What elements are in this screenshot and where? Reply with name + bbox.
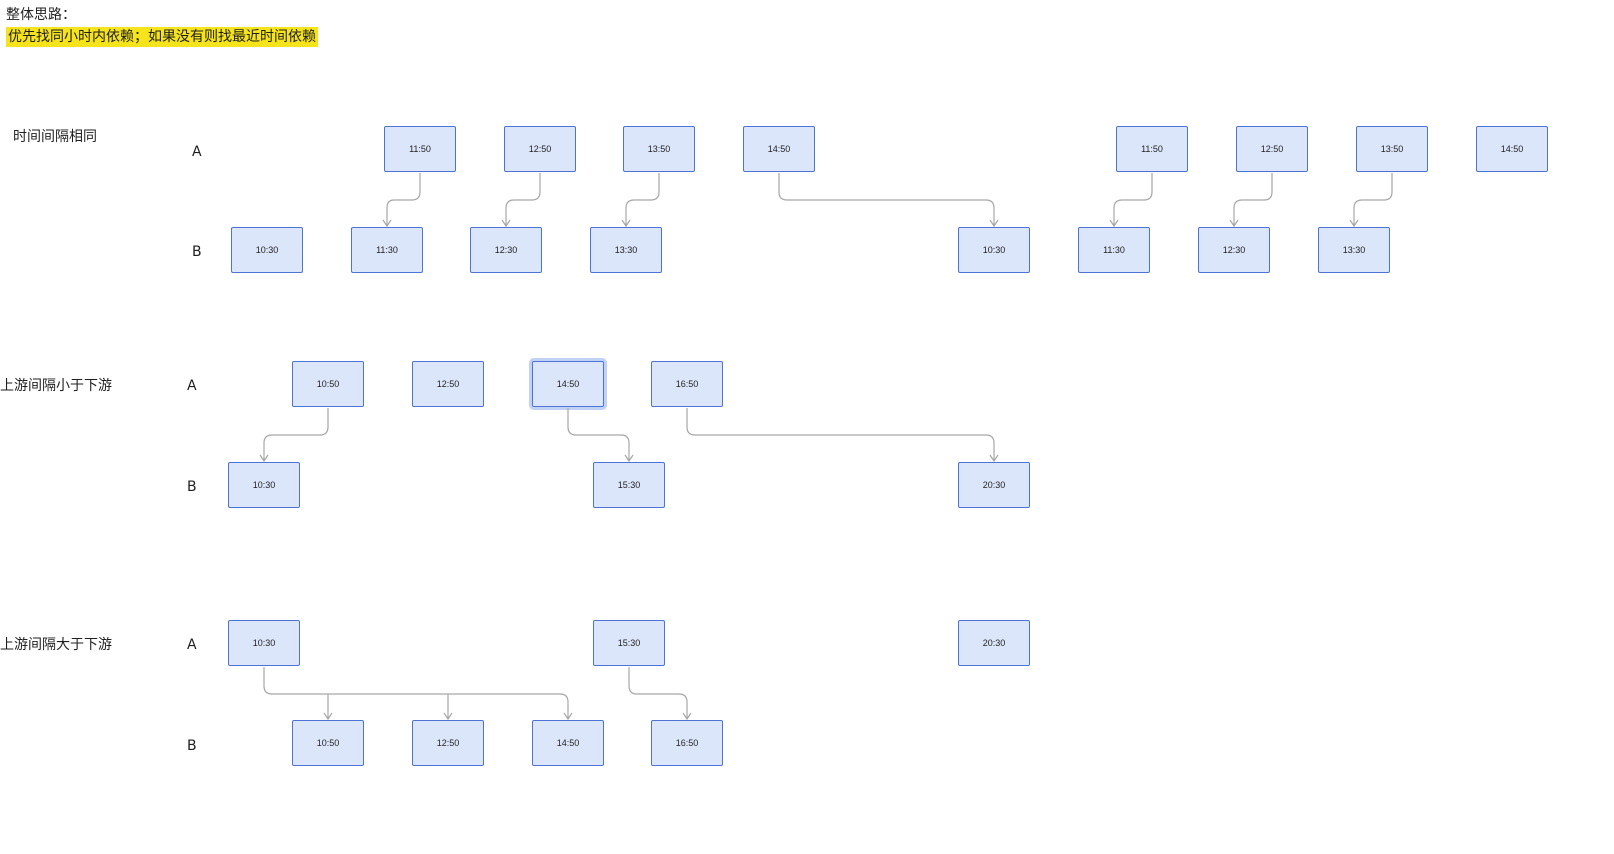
node[interactable]: 12:50 <box>1236 126 1308 172</box>
node[interactable]: 10:30 <box>228 462 300 508</box>
node[interactable]: 20:30 <box>958 462 1030 508</box>
edge <box>625 173 660 226</box>
section-3-row-a-label: A <box>187 637 197 653</box>
edge-arrowhead <box>624 454 634 463</box>
node[interactable]: 10:50 <box>292 720 364 766</box>
edge-arrowhead <box>443 712 453 721</box>
node[interactable]: 16:50 <box>651 720 723 766</box>
edge <box>567 408 630 461</box>
node[interactable]: 10:30 <box>228 620 300 666</box>
edge <box>686 408 995 461</box>
edge <box>263 408 329 461</box>
edge <box>505 173 541 226</box>
node[interactable]: 10:30 <box>231 227 303 273</box>
node[interactable]: 12:50 <box>504 126 576 172</box>
edge-arrowhead <box>1109 219 1119 228</box>
section-2-label: 上游间隔小于下游 <box>0 378 112 394</box>
header-note: 优先找同小时内依赖；如果没有则找最近时间依赖 <box>6 27 318 47</box>
node[interactable]: 15:30 <box>593 620 665 666</box>
node[interactable]: 15:30 <box>593 462 665 508</box>
node[interactable]: 11:30 <box>1078 227 1150 273</box>
section-3-label: 上游间隔大于下游 <box>0 637 112 653</box>
edge-arrowhead <box>621 219 631 228</box>
edge-arrowhead <box>382 219 392 228</box>
node[interactable]: 20:30 <box>958 620 1030 666</box>
edge-arrowhead <box>501 219 511 228</box>
node[interactable]: 12:30 <box>1198 227 1270 273</box>
node[interactable]: 11:30 <box>351 227 423 273</box>
node[interactable]: 14:50 <box>743 126 815 172</box>
edge-arrowhead <box>259 454 269 463</box>
node[interactable]: 12:50 <box>412 361 484 407</box>
node[interactable]: 11:50 <box>1116 126 1188 172</box>
edge <box>1113 173 1153 226</box>
edge <box>1233 173 1273 226</box>
section-3-edges <box>263 667 692 721</box>
node[interactable]: 12:30 <box>470 227 542 273</box>
edge-arrowhead <box>1349 219 1359 228</box>
edge-arrowhead <box>682 712 692 721</box>
node[interactable]: 11:50 <box>384 126 456 172</box>
section-1-row-b-label: B <box>192 244 202 260</box>
edge-arrowhead <box>563 712 573 721</box>
edge-arrowhead <box>989 219 999 228</box>
section-1-edges <box>382 173 1393 228</box>
section-1-label: 时间间隔相同 <box>13 129 97 145</box>
section-2-edges <box>259 408 999 463</box>
section-3-row-b-label: B <box>187 738 197 754</box>
edge-arrowhead <box>989 454 999 463</box>
node[interactable]: 14:50 <box>532 361 604 407</box>
edge <box>386 173 421 226</box>
edge-arrowhead <box>1229 219 1239 228</box>
edge-arrowhead <box>323 712 333 721</box>
edge <box>1353 173 1393 226</box>
edge <box>628 667 688 719</box>
node[interactable]: 16:50 <box>651 361 723 407</box>
node[interactable]: 10:50 <box>292 361 364 407</box>
node[interactable]: 13:50 <box>1356 126 1428 172</box>
section-1-row-a-label: A <box>192 144 202 160</box>
node[interactable]: 14:50 <box>532 720 604 766</box>
section-2-row-a-label: A <box>187 378 197 394</box>
edge <box>778 173 995 226</box>
header-title: 整体思路： <box>6 7 76 23</box>
edge <box>263 667 569 719</box>
node[interactable]: 13:30 <box>590 227 662 273</box>
node[interactable]: 13:30 <box>1318 227 1390 273</box>
node[interactable]: 13:50 <box>623 126 695 172</box>
node[interactable]: 10:30 <box>958 227 1030 273</box>
node[interactable]: 14:50 <box>1476 126 1548 172</box>
node[interactable]: 12:50 <box>412 720 484 766</box>
section-2-row-b-label: B <box>187 479 197 495</box>
